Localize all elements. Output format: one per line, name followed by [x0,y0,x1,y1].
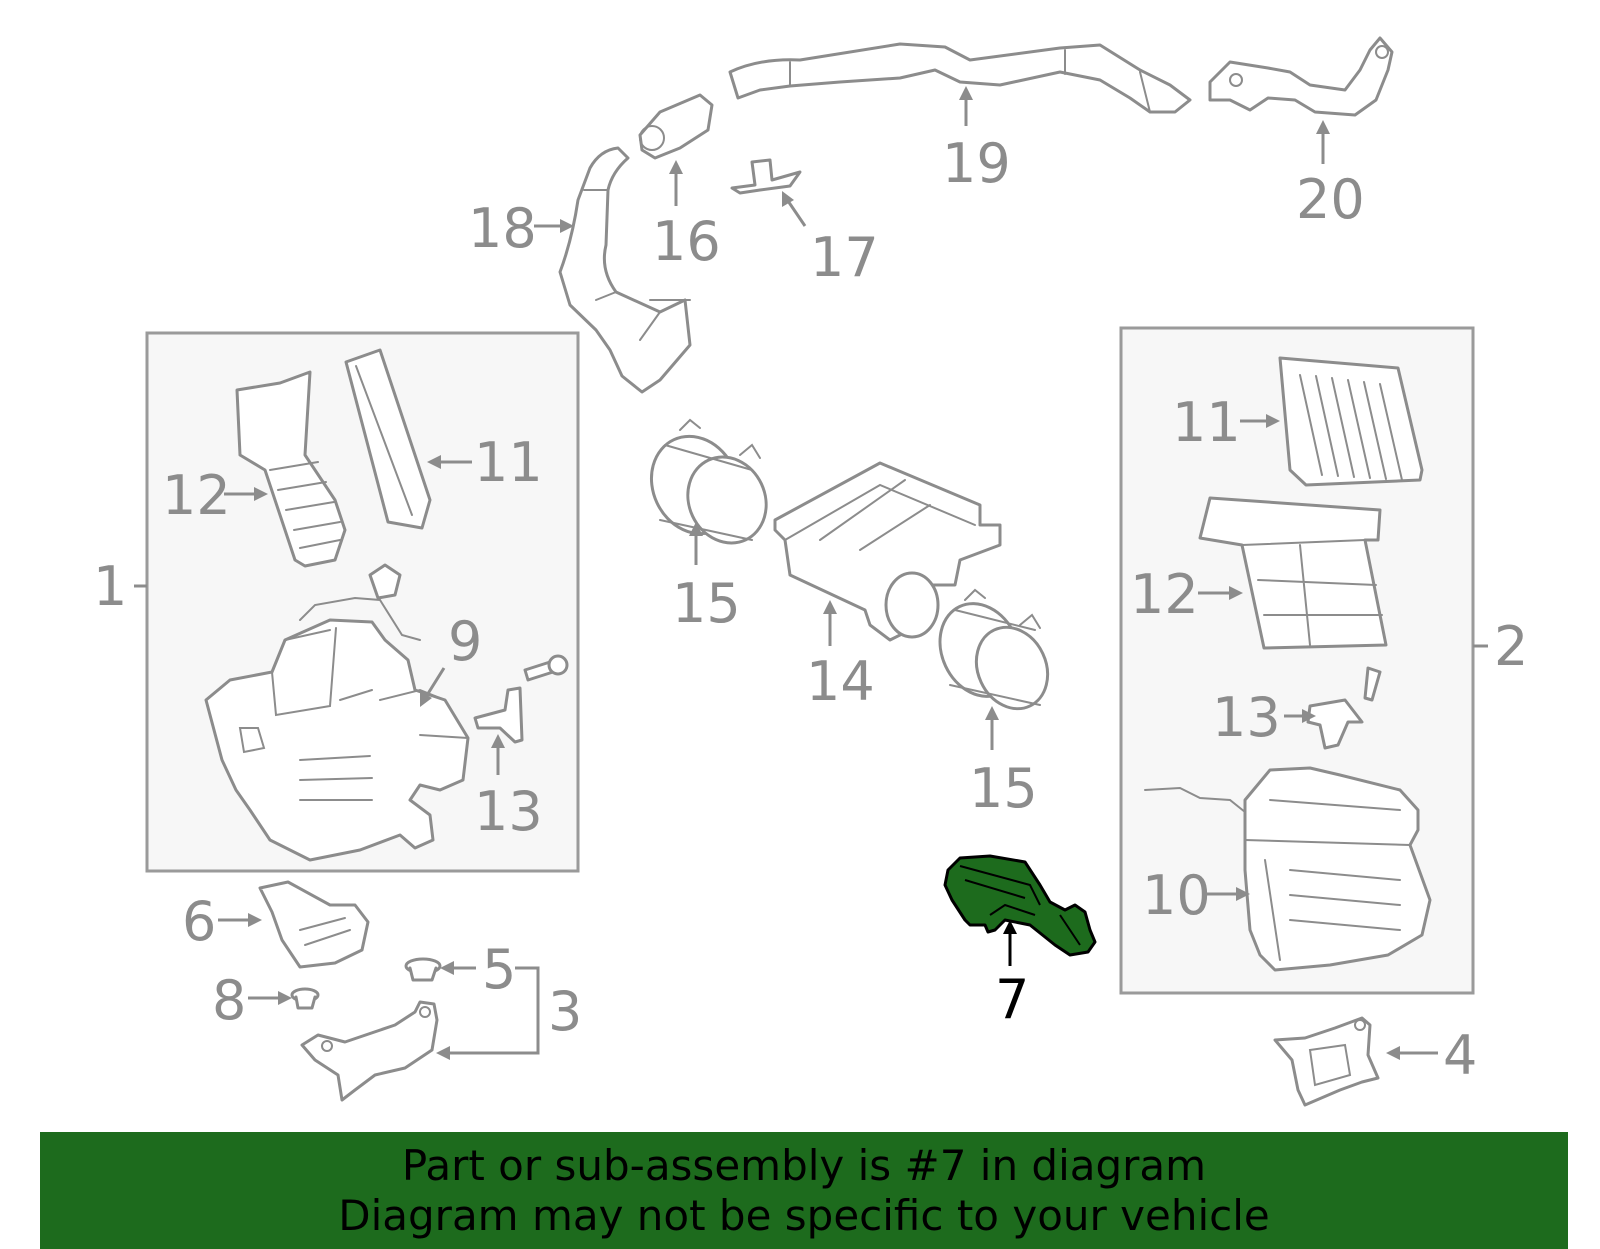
part-5-grommet[interactable] [404,957,442,982]
part-3-bracket[interactable] [300,1000,439,1102]
callout-19: 19 [942,132,1011,195]
info-banner: Part or sub-assembly is #7 in diagram Di… [40,1132,1568,1249]
callout-4: 4 [1443,1024,1477,1087]
part-14-air-cleaner[interactable] [773,461,1002,642]
part-8-grommet[interactable] [290,987,320,1010]
part-13-left-clip[interactable] [473,686,524,744]
callout-18: 18 [468,197,537,260]
callout-12-right: 12 [1130,563,1199,626]
callout-7: 7 [995,968,1029,1031]
callout-15-bottom: 15 [969,757,1038,820]
part-17-clip[interactable] [730,158,802,195]
part-7-highlighted-duct[interactable] [943,854,1097,957]
callout-11-right: 11 [1172,391,1241,454]
bolt-left[interactable] [523,654,569,682]
part-20-pipe[interactable] [1208,36,1394,117]
callout-10: 10 [1142,864,1211,927]
callout-12-left: 12 [162,464,231,527]
banner-line-part: Part or sub-assembly is #7 in diagram [401,1140,1207,1190]
callout-1: 1 [93,555,127,618]
callout-13-right: 13 [1212,686,1281,749]
part-11-left-filter[interactable] [344,348,432,530]
callout-11-left: 11 [474,431,543,494]
callout-6: 6 [182,890,216,953]
part-12-left-filter-frame[interactable] [235,370,347,568]
banner-line-disclaimer: Diagram may not be specific to your vehi… [338,1190,1270,1240]
part-16-sensor[interactable] [638,93,714,160]
part-15-bottom-hose[interactable] [925,588,1060,720]
part-12-right-frame[interactable] [1198,496,1388,650]
part-6-duct[interactable] [258,880,370,969]
callout-3: 3 [548,980,582,1043]
callout-5: 5 [482,938,516,1001]
callout-16: 16 [652,210,721,273]
part-13-right-clip[interactable] [1306,666,1382,750]
part-15-top-hose[interactable] [636,418,780,556]
callout-14: 14 [806,650,875,713]
part-11-right-filter[interactable] [1278,356,1424,487]
part-9-heater-unit[interactable] [204,563,470,862]
part-18-hose[interactable] [558,146,692,394]
part-4-bracket[interactable] [1273,1016,1380,1107]
callout-13-left: 13 [474,780,543,843]
callout-15-top: 15 [672,572,741,635]
part-10-right-heater-unit[interactable] [1144,766,1432,972]
leader-lines [134,86,1488,1060]
callout-2: 2 [1494,615,1528,678]
callout-9: 9 [448,610,482,673]
callout-20: 20 [1296,168,1365,231]
part-19-hose[interactable] [728,42,1192,114]
callout-17: 17 [810,226,879,289]
callout-8: 8 [212,969,246,1032]
